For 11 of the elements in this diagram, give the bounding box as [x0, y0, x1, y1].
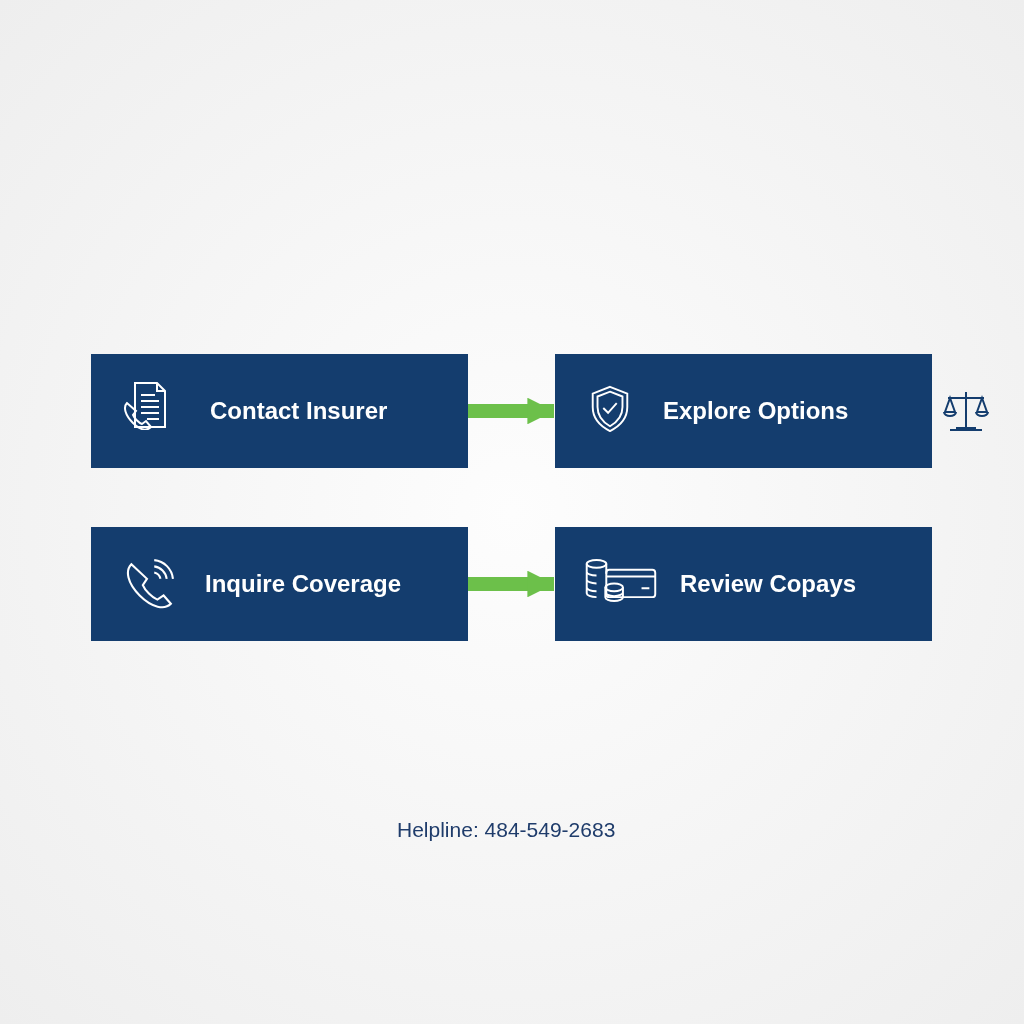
- process-box: [555, 527, 932, 641]
- arrow: [468, 397, 554, 425]
- process-box: [91, 354, 468, 468]
- box-title: Explore Options: [663, 397, 849, 425]
- process-box: [555, 354, 932, 468]
- box-title: Inquire Coverage: [205, 570, 402, 598]
- arrow: [468, 570, 554, 598]
- helpline-text: Helpline: 484-549-2683: [397, 818, 616, 842]
- box-title: Review Copays: [680, 570, 857, 598]
- box-title: Contact Insurer: [210, 397, 388, 425]
- process-box: [91, 527, 468, 641]
